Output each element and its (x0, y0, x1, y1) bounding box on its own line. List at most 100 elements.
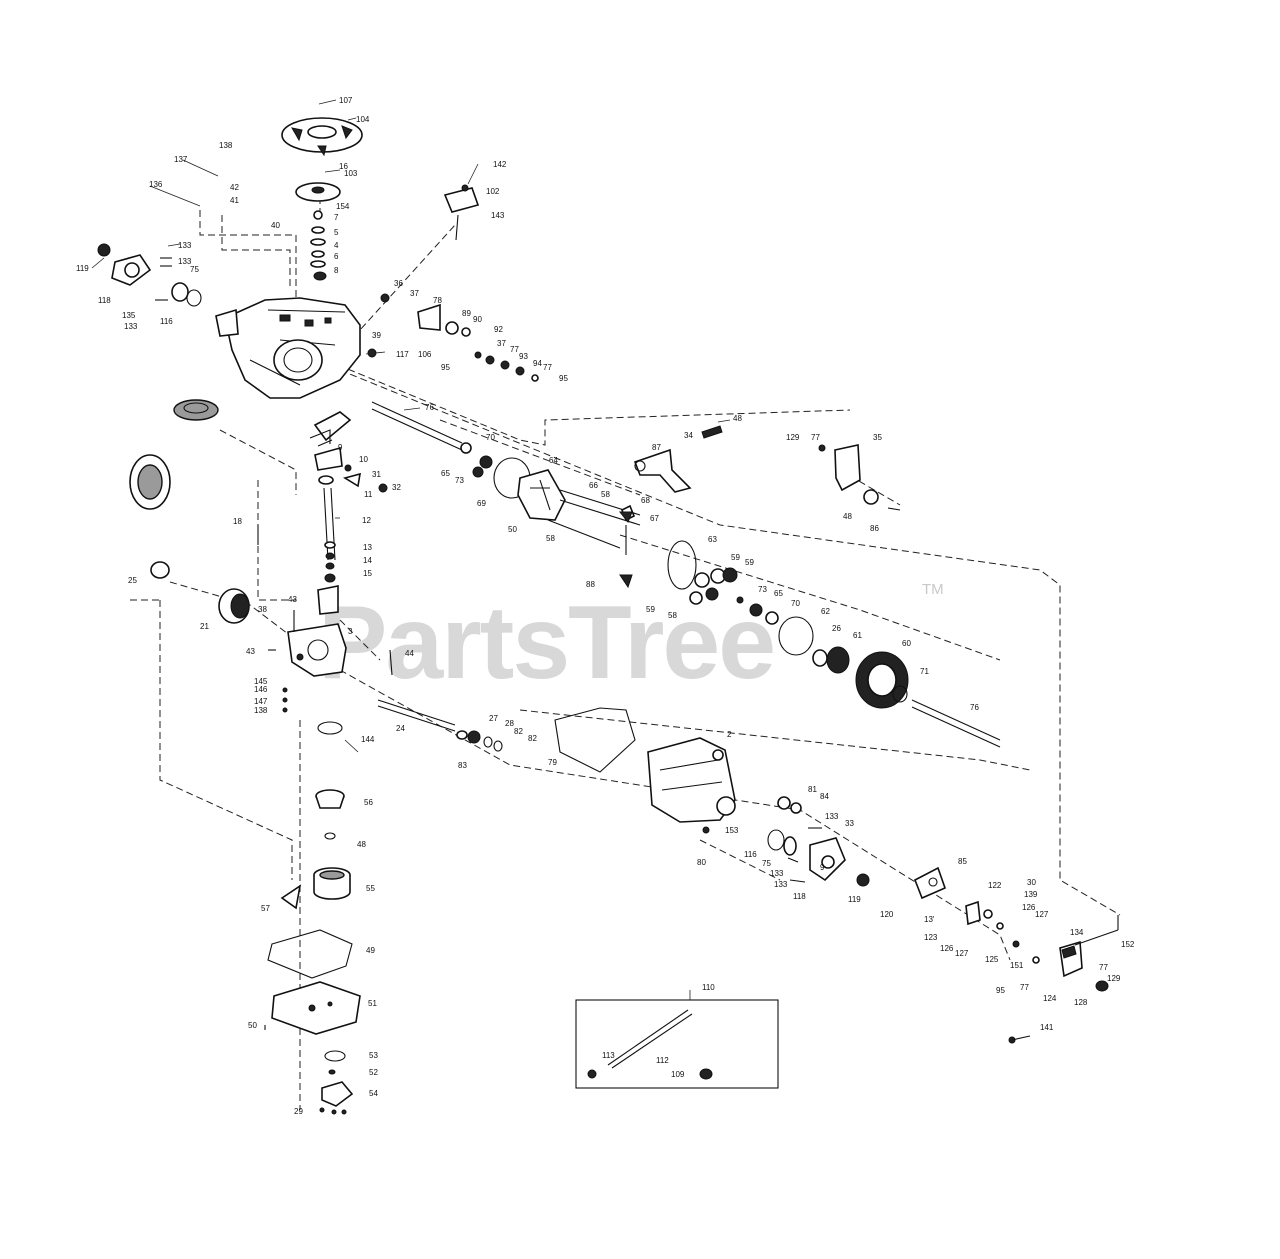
callout-64: 64 (549, 456, 558, 465)
callout-110: 110 (702, 983, 715, 992)
leader-lines (91, 99, 731, 753)
callout-65-a: 65 (441, 469, 450, 478)
callout-82-a: 82 (514, 727, 523, 736)
callout-128: 128 (1074, 998, 1088, 1007)
callout-18: 18 (233, 517, 242, 526)
callout-73-a: 73 (455, 476, 464, 485)
callout-133-f: 133 (774, 880, 788, 889)
shaft-24 (377, 699, 503, 752)
callout-123: 123 (924, 933, 938, 942)
callout-133-d: 133 (825, 812, 839, 821)
callout-25: 25 (128, 576, 137, 585)
upper-housing (215, 297, 361, 399)
tire-bearing (129, 454, 171, 510)
callout-76-lower: 76 (970, 703, 979, 712)
bearing-cup-46 (173, 399, 219, 421)
callout-37-b: 37 (497, 339, 506, 348)
callout-75-left: 75 (190, 265, 199, 274)
center-stack (257, 411, 388, 615)
callout-5: 5 (334, 228, 339, 237)
callout-88: 88 (586, 580, 595, 589)
callout-48-a: 48 (733, 414, 742, 423)
shaft-76-lower (911, 699, 1001, 748)
callout-4: 4 (334, 241, 339, 250)
callout-118-left: 118 (98, 296, 111, 305)
callout-3: 3 (348, 627, 353, 636)
callout-139: 139 (1024, 890, 1038, 899)
callout-16: 16 (339, 162, 348, 171)
callout-43-a: 43 (288, 595, 297, 604)
callout-124: 124 (1043, 994, 1057, 1003)
bracket-57 (280, 884, 302, 910)
callout-107: 107 (339, 96, 353, 105)
callout-28: 28 (505, 719, 514, 728)
callout-13-prime: 13' (924, 915, 935, 924)
callout-138: 138 (219, 141, 233, 150)
callout-133-c: 133 (124, 322, 138, 331)
callout-36: 36 (394, 279, 403, 288)
callout-30: 30 (1027, 878, 1036, 887)
callout-69: 69 (477, 499, 486, 508)
brake-lever-34 (633, 425, 723, 493)
cylinder-55 (313, 867, 351, 900)
callout-103: 103 (344, 169, 358, 178)
callout-122: 122 (988, 881, 1002, 890)
callout-147: 147 (254, 697, 268, 706)
callout-67: 67 (650, 514, 659, 523)
callout-58-b: 58 (546, 534, 555, 543)
mid-gear-train (618, 511, 779, 625)
callout-82-b: 82 (528, 734, 537, 743)
center-housing-3 (268, 610, 393, 713)
callout-7: 7 (334, 213, 339, 222)
callout-53: 53 (369, 1051, 378, 1060)
callout-143: 143 (491, 211, 505, 220)
gasket-79 (554, 707, 636, 773)
callout-133-b: 133 (178, 257, 192, 266)
cup-56 (315, 789, 345, 809)
callout-80: 80 (697, 858, 706, 867)
callout-65-b: 65 (774, 589, 783, 598)
callout-126: 126 (1022, 903, 1036, 912)
callout-34: 34 (684, 431, 693, 440)
linkage-85 (913, 866, 1119, 1044)
callout-119-right: 119 (848, 895, 861, 904)
callout-59-a: 59 (731, 553, 740, 562)
callout-120: 120 (880, 910, 894, 919)
callout-63: 63 (708, 535, 717, 544)
callout-104: 104 (356, 115, 370, 124)
callout-77-e: 77 (1020, 983, 1029, 992)
callout-50-a: 50 (508, 525, 517, 534)
callout-86: 86 (870, 524, 879, 533)
watermark-trademark: TM (922, 581, 944, 598)
callout-135: 135 (122, 311, 136, 320)
gear-60 (778, 616, 909, 709)
bracket-78-group (367, 293, 539, 382)
callout-146: 146 (254, 685, 268, 694)
callout-92: 92 (494, 325, 503, 334)
callout-77-c: 77 (811, 433, 820, 442)
callout-42: 42 (230, 183, 239, 192)
callout-12: 12 (362, 516, 371, 525)
callout-14: 14 (363, 556, 372, 565)
callout-133-e: 133 (770, 869, 784, 878)
callout-labels: 107 104 138 137 16 103 136 42 41 154 7 4… (76, 96, 1135, 1116)
callout-38: 38 (258, 605, 267, 614)
cover-plate-51 (264, 981, 361, 1035)
callout-138-b: 138 (254, 706, 268, 715)
callout-127-b: 127 (955, 949, 969, 958)
bracket-102 (443, 184, 480, 241)
callout-13: 13 (363, 543, 372, 552)
callout-59-b: 59 (745, 558, 754, 567)
cap-54 (319, 1081, 354, 1115)
callout-133-a: 133 (178, 241, 192, 250)
callout-33: 33 (845, 819, 854, 828)
callout-49: 49 (366, 946, 375, 955)
callout-129-b: 129 (1107, 974, 1121, 983)
callout-112: 112 (656, 1056, 669, 1065)
small-ring (324, 832, 336, 840)
callout-50-b: 50 (248, 1021, 257, 1030)
callout-54: 54 (369, 1089, 378, 1098)
watermark-brand: PartsTree (318, 585, 774, 701)
callout-127-a: 127 (1035, 910, 1049, 919)
